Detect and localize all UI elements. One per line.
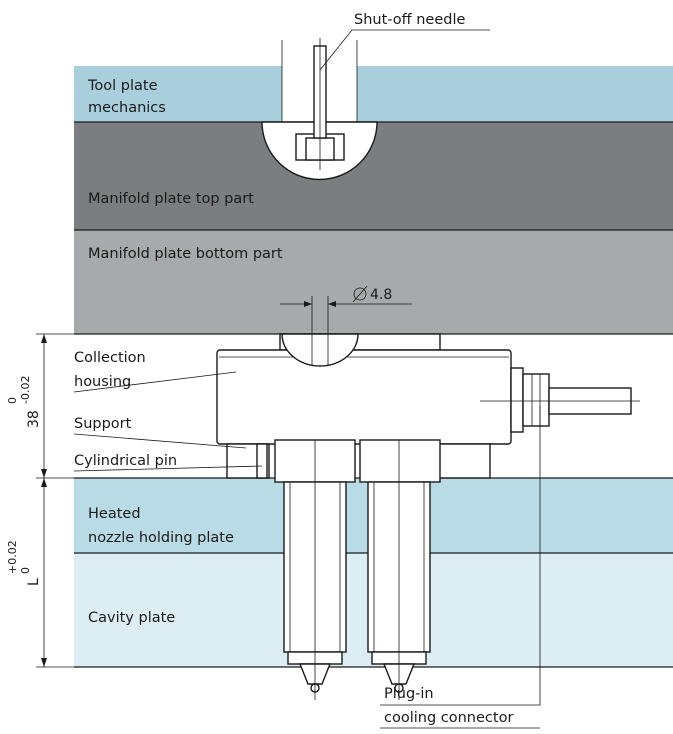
label-heated-2: nozzle holding plate bbox=[88, 530, 234, 546]
dim-38-lower: -0.02 bbox=[19, 376, 32, 404]
nozzle-right bbox=[359, 439, 441, 700]
label-shutoff-needle: Shut-off needle bbox=[354, 12, 466, 28]
nozzle-left bbox=[274, 439, 356, 700]
collection-housing bbox=[216, 349, 512, 445]
label-cavity: Cavity plate bbox=[88, 610, 175, 626]
label-plugin-1: Plug-in bbox=[384, 686, 434, 702]
housing-half-round bbox=[281, 333, 359, 367]
tool-plate-right bbox=[357, 66, 673, 122]
label-heated-1: Heated bbox=[88, 506, 141, 522]
dim-38-upper: 0 bbox=[6, 397, 19, 404]
cooling-connector-body bbox=[510, 367, 524, 433]
cooling-connector-nut bbox=[522, 373, 550, 427]
label-tool-plate-1: Tool plate bbox=[87, 78, 158, 94]
label-collection-1: Collection bbox=[74, 350, 146, 366]
cylindrical-pin bbox=[256, 443, 268, 479]
dim-L-main: L bbox=[26, 578, 42, 586]
diameter-value: 4.8 bbox=[370, 287, 392, 303]
dim-L-lower: 0 bbox=[19, 567, 32, 574]
label-manifold-top: Manifold plate top part bbox=[88, 191, 254, 207]
label-plugin-2: cooling connector bbox=[384, 710, 513, 726]
tool-plate-left bbox=[74, 66, 282, 122]
support-right bbox=[435, 443, 491, 479]
manifold-bottom-plate bbox=[74, 230, 673, 334]
label-collection-2: housing bbox=[74, 374, 131, 390]
label-cylindrical-pin: Cylindrical pin bbox=[74, 453, 177, 469]
label-tool-plate-2: mechanics bbox=[88, 100, 166, 116]
label-support: Support bbox=[74, 416, 132, 432]
dim-L-upper: +0.02 bbox=[6, 540, 19, 574]
label-manifold-bottom: Manifold plate bottom part bbox=[88, 246, 283, 262]
dim-38-main: 38 bbox=[26, 410, 42, 428]
